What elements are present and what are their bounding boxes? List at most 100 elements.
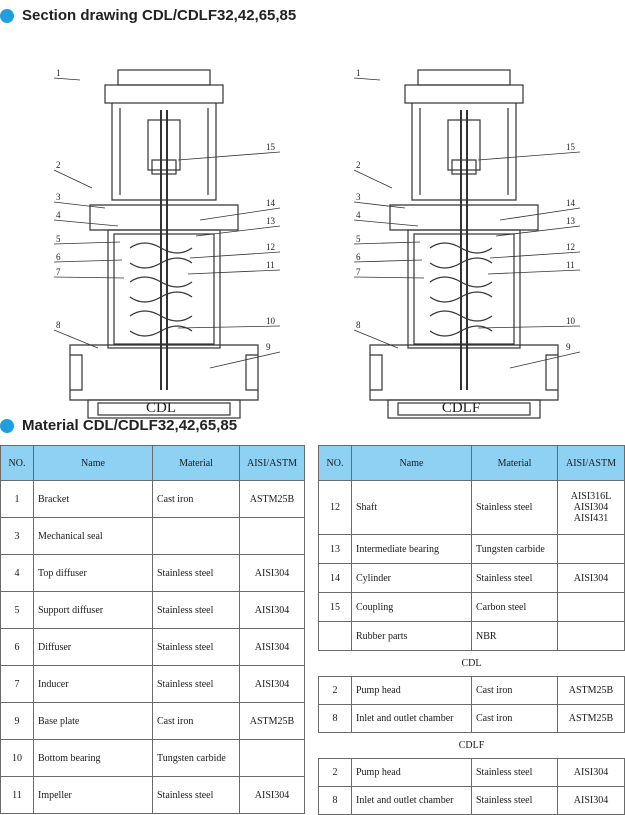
cell-name: Bracket bbox=[33, 480, 153, 518]
part-label: 15 bbox=[266, 142, 276, 152]
cell-no: 9 bbox=[0, 702, 34, 740]
leader-line bbox=[53, 329, 99, 349]
cell-name: Impeller bbox=[33, 776, 153, 814]
part-label: 2 bbox=[356, 160, 361, 170]
part-label: 4 bbox=[56, 210, 61, 220]
cell-no: 2 bbox=[318, 676, 352, 705]
leader-line bbox=[187, 269, 281, 275]
cell-material: Stainless steel bbox=[471, 786, 558, 815]
cell-aisi: ASTM25B bbox=[557, 676, 625, 705]
leader-line bbox=[353, 259, 423, 263]
part-label: 12 bbox=[266, 242, 275, 252]
cell-name: Inlet and outlet chamber bbox=[351, 704, 472, 733]
leader-line bbox=[495, 225, 581, 237]
part-label: 5 bbox=[56, 234, 61, 244]
part-label: 6 bbox=[56, 252, 61, 262]
cell-no: 7 bbox=[0, 665, 34, 703]
cell-no: 4 bbox=[0, 554, 34, 592]
cell-name: Diffuser bbox=[33, 628, 153, 666]
cell-name: Support diffuser bbox=[33, 591, 153, 629]
cell-aisi: AISI304 bbox=[239, 665, 305, 703]
cell-material: Cast iron bbox=[152, 480, 240, 518]
cell-no bbox=[318, 621, 352, 651]
group-row: CDLF bbox=[318, 732, 625, 759]
cell-name: Pump head bbox=[351, 758, 472, 787]
part-label: 2 bbox=[56, 160, 61, 170]
cell-material: Stainless steel bbox=[152, 591, 240, 629]
cell-aisi: ASTM25B bbox=[239, 480, 305, 518]
part-label: 11 bbox=[566, 260, 575, 270]
leader-line bbox=[353, 201, 406, 209]
part-label: 11 bbox=[266, 260, 275, 270]
leader-line bbox=[53, 169, 93, 189]
cell-name: Pump head bbox=[351, 676, 472, 705]
part-label: 9 bbox=[266, 342, 271, 352]
group-label: CDLF bbox=[318, 732, 625, 759]
cell-no: 11 bbox=[0, 776, 34, 814]
cell-aisi bbox=[557, 621, 625, 651]
part-label: 12 bbox=[566, 242, 575, 252]
part-label: 14 bbox=[566, 198, 576, 208]
cell-material: Tungsten carbide bbox=[152, 739, 240, 777]
leader-line bbox=[195, 225, 281, 237]
leader-line bbox=[209, 351, 281, 369]
group-label: CDL bbox=[318, 650, 625, 677]
cell-material: Stainless steel bbox=[152, 628, 240, 666]
cell-name: Inducer bbox=[33, 665, 153, 703]
cell-no: 1 bbox=[0, 480, 34, 518]
part-label: 1 bbox=[356, 68, 361, 78]
leader-line bbox=[177, 151, 281, 161]
col-no: NO. bbox=[318, 445, 352, 481]
cell-aisi: AISI304 bbox=[557, 758, 625, 787]
bullet-icon bbox=[0, 8, 14, 23]
part-label: 3 bbox=[56, 192, 61, 202]
leader-line bbox=[477, 325, 581, 329]
cell-no: 8 bbox=[318, 704, 352, 733]
cdlf-caption: CDLF bbox=[442, 400, 480, 416]
part-label: 4 bbox=[356, 210, 361, 220]
cell-material: Stainless steel bbox=[471, 480, 558, 535]
cell-aisi bbox=[239, 517, 305, 555]
cell-material: Stainless steel bbox=[471, 563, 558, 593]
cell-no: 13 bbox=[318, 534, 352, 564]
cell-aisi: AISI304 bbox=[557, 563, 625, 593]
leader-line bbox=[199, 207, 281, 221]
part-label: 3 bbox=[356, 192, 361, 202]
part-label: 7 bbox=[56, 267, 61, 277]
cell-material bbox=[152, 517, 240, 555]
cell-aisi bbox=[557, 534, 625, 564]
col-name: Name bbox=[351, 445, 472, 481]
cell-name: Bottom bearing bbox=[33, 739, 153, 777]
leader-line bbox=[53, 77, 81, 81]
cdl-drawing bbox=[69, 69, 259, 419]
cell-material: Cast iron bbox=[471, 704, 558, 733]
cell-name: Inlet and outlet chamber bbox=[351, 786, 472, 815]
leader-line bbox=[499, 207, 581, 221]
cell-aisi bbox=[239, 739, 305, 777]
cell-name: Cylinder bbox=[351, 563, 472, 593]
section-drawing-heading: Section drawing CDL/CDLF32,42,65,85 bbox=[0, 7, 296, 24]
bullet-icon bbox=[0, 418, 14, 433]
col-name: Name bbox=[33, 445, 153, 481]
cell-aisi: ASTM25B bbox=[239, 702, 305, 740]
leader-line bbox=[177, 325, 281, 329]
material-title: Material CDL/CDLF32,42,65,85 bbox=[22, 417, 238, 434]
cell-material: Stainless steel bbox=[152, 776, 240, 814]
cell-no: 12 bbox=[318, 480, 352, 535]
cell-name: Coupling bbox=[351, 592, 472, 622]
leader-line bbox=[353, 276, 425, 279]
cell-no: 8 bbox=[318, 786, 352, 815]
cell-name: Rubber parts bbox=[351, 621, 472, 651]
part-label: 7 bbox=[356, 267, 361, 277]
part-label: 10 bbox=[266, 316, 276, 326]
